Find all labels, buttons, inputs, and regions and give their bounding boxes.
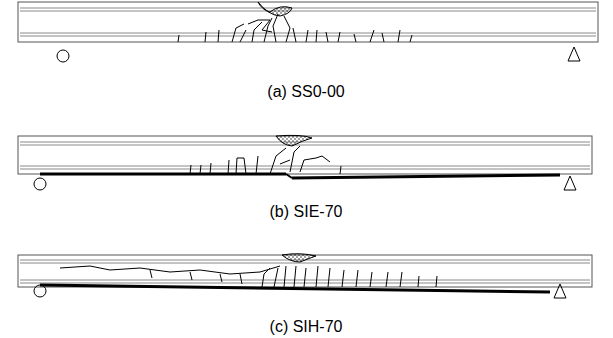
figure-caption: (b) SIE-70	[270, 203, 343, 221]
beam-b	[18, 135, 592, 190]
figure-caption: (a) SS0-00	[267, 83, 344, 101]
beam-c	[18, 254, 592, 298]
figure-caption: (c) SIH-70	[270, 318, 343, 336]
beam-a	[18, 2, 598, 62]
